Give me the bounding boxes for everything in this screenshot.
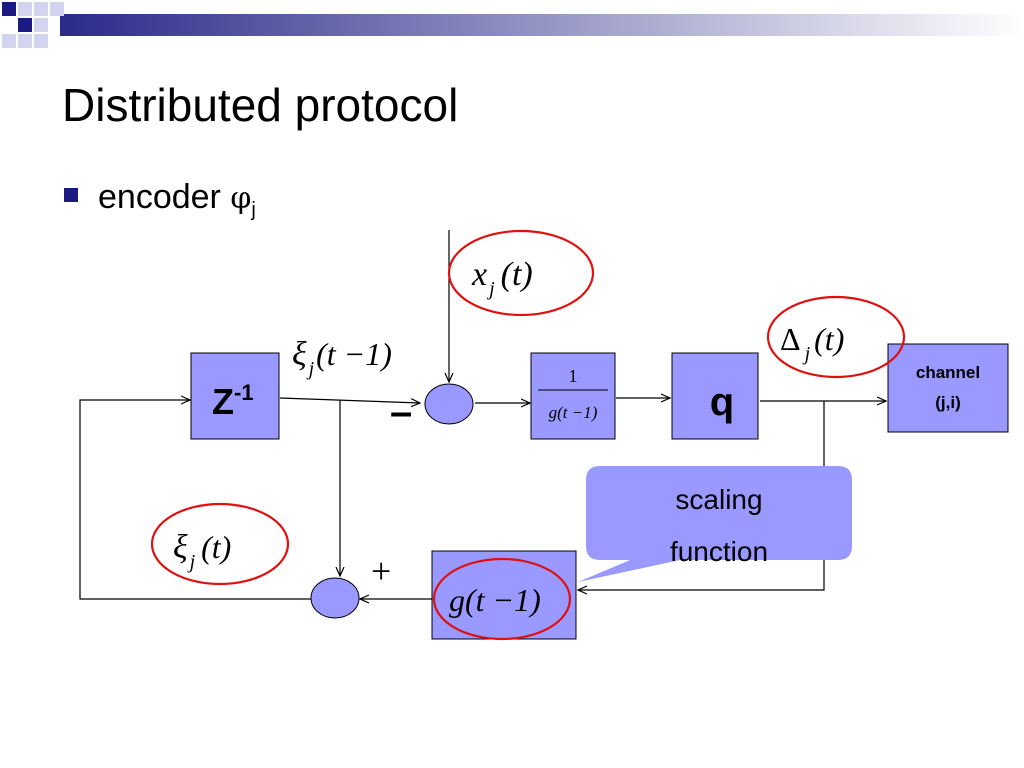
line-summer-to-z xyxy=(79,400,312,600)
scaling-function-callout xyxy=(578,466,852,582)
scaling-function-block xyxy=(431,550,577,640)
minus-sign: – xyxy=(390,390,412,434)
xi-now-highlight-ellipse xyxy=(150,502,290,586)
input-highlight-ellipse xyxy=(447,229,595,317)
g-highlight-ellipse xyxy=(432,557,572,641)
line-z-to-summer xyxy=(279,397,420,403)
callout-text: scaling function xyxy=(586,474,852,578)
bullet-encoder: encoder φj xyxy=(64,178,256,221)
channel-label: channel (j,i) xyxy=(888,358,1008,418)
channel-label-line-2: (j,i) xyxy=(935,393,961,412)
line-feedback-to-g xyxy=(578,401,825,590)
callout-line-2: function xyxy=(669,536,769,567)
bullet-text: encoder xyxy=(98,178,231,216)
header-decoration xyxy=(2,2,1024,48)
callout-line-1: scaling xyxy=(675,484,763,515)
channel-box xyxy=(887,343,1009,433)
phi-subscript: j xyxy=(251,199,256,221)
top-summer-junction xyxy=(424,383,474,425)
slide-title: Distributed protocol xyxy=(62,79,459,131)
delay-block-label: Z-1 xyxy=(212,380,254,422)
plus-sign: + xyxy=(371,551,391,591)
fraction-numerator: 1 xyxy=(569,366,578,386)
quantizer-block xyxy=(671,352,759,440)
bottom-summer-junction xyxy=(310,577,360,619)
signal-lines xyxy=(79,230,886,600)
delta-highlight-ellipse xyxy=(766,295,906,379)
phi-symbol: φ xyxy=(230,181,252,216)
delay-block xyxy=(190,352,280,440)
scaling-function-label: g(t −1) xyxy=(449,582,541,618)
channel-label-line-1: channel xyxy=(915,363,981,382)
fraction-denominator: g(t −1) xyxy=(549,403,598,422)
quantizer-label: q xyxy=(710,380,734,424)
scaling-division-block xyxy=(530,352,616,440)
square-bullet-icon xyxy=(64,188,78,202)
